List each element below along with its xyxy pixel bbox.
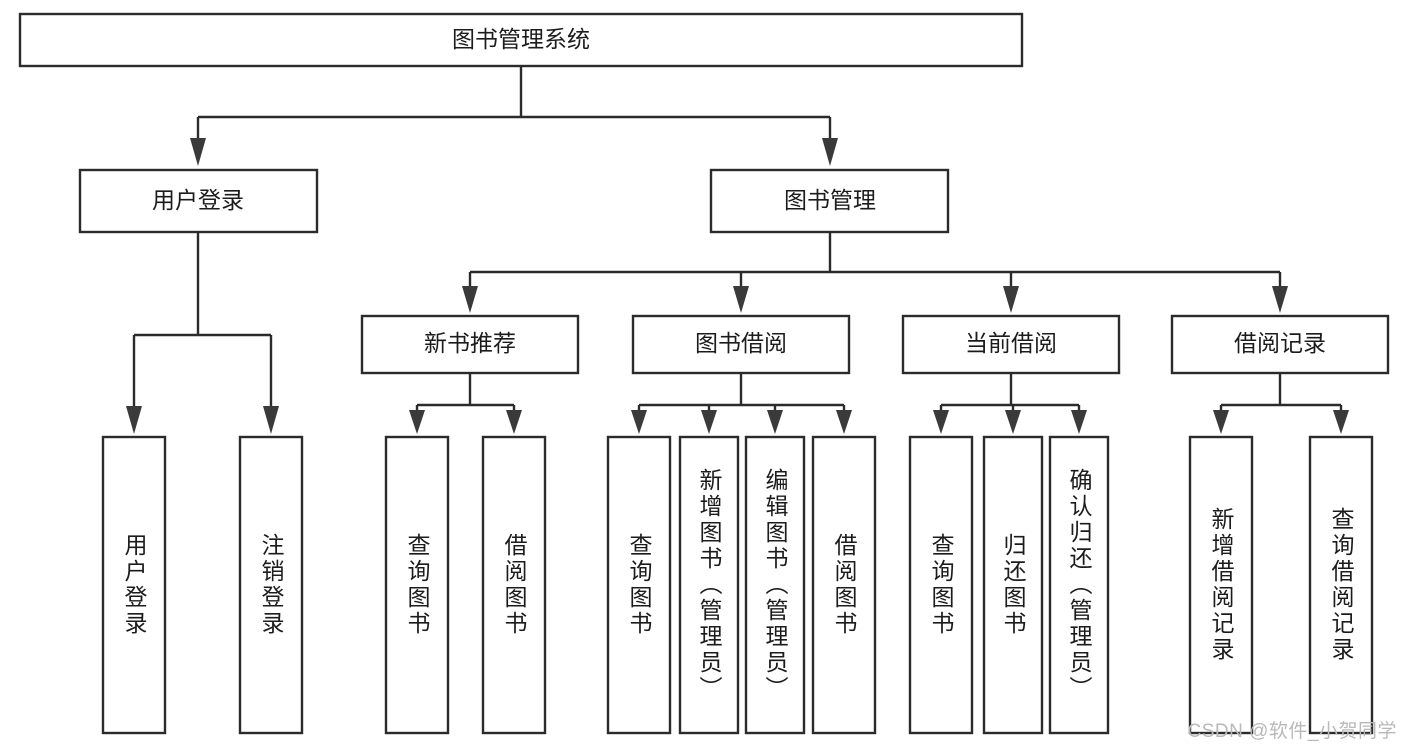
leaf-add-book-admin-box[interactable] (678, 435, 740, 735)
leaf-logout-box[interactable] (238, 435, 304, 735)
arrow-current-to-leaf1 (933, 410, 949, 434)
leaf-add-book-admin-label: 新增图书（管理员） (696, 468, 723, 702)
leaf-edit-book-admin[interactable]: 编辑图书（管理员） (744, 435, 806, 735)
arrow-current-to-leaf2 (1005, 410, 1021, 434)
leaf-return-book[interactable]: 归还图书 (982, 435, 1044, 735)
leaf-query-book-c-box[interactable] (908, 435, 974, 735)
edge-group-user-login (126, 232, 279, 434)
node-root[interactable]: 图书管理系统 (18, 12, 1024, 68)
node-book-borrow-label: 图书借阅 (695, 330, 787, 356)
leaf-return-book-box[interactable] (982, 435, 1044, 735)
leaf-query-book-a-label: 查询图书 (404, 533, 431, 637)
node-user-login[interactable]: 用户登录 (78, 168, 319, 234)
node-new-book-recommend-label: 新书推荐 (424, 330, 516, 356)
node-borrow-records-box[interactable] (1170, 314, 1390, 375)
arrow-bookmgmt-to-records (1272, 286, 1288, 313)
arrow-bookmgmt-to-newbook (462, 286, 478, 313)
arrow-root-to-user-login (190, 138, 206, 166)
leaf-query-borrow-record[interactable]: 查询借阅记录 (1308, 435, 1374, 735)
node-book-management-label: 图书管理 (784, 187, 876, 213)
node-book-management-box[interactable] (709, 168, 950, 234)
arrow-borrow-to-leaf2 (701, 410, 717, 434)
node-new-book-recommend-box[interactable] (360, 314, 580, 375)
leaf-confirm-return-admin[interactable]: 确认归还（管理员） (1048, 435, 1110, 735)
leaf-query-borrow-record-label: 查询借阅记录 (1328, 507, 1355, 663)
node-current-borrow-label: 当前借阅 (965, 330, 1057, 356)
leaf-user-login-box[interactable] (101, 435, 167, 735)
leaf-add-borrow-record-box[interactable] (1188, 435, 1254, 735)
arrow-newbook-to-leaf1 (409, 410, 425, 434)
node-borrow-records-label: 借阅记录 (1234, 330, 1326, 356)
node-root-box[interactable] (18, 12, 1024, 68)
leaf-confirm-return-admin-box[interactable] (1048, 435, 1110, 735)
leaf-user-login-label: 用户登录 (121, 533, 148, 637)
arrow-borrow-to-leaf3 (767, 410, 783, 434)
leaf-confirm-return-admin-label: 确认归还（管理员） (1066, 468, 1093, 702)
node-borrow-records[interactable]: 借阅记录 (1170, 314, 1390, 375)
node-user-login-label: 用户登录 (152, 187, 244, 213)
leaf-borrow-book-a[interactable]: 借阅图书 (481, 435, 547, 735)
leaf-edit-book-admin-box[interactable] (744, 435, 806, 735)
node-current-borrow[interactable]: 当前借阅 (901, 314, 1121, 375)
edge-group-root (190, 66, 838, 166)
leaf-query-borrow-record-box[interactable] (1308, 435, 1374, 735)
leaf-query-book-a[interactable]: 查询图书 (384, 435, 450, 735)
edge-group-newbook (409, 373, 522, 434)
arrow-userlogin-to-leaf1 (126, 406, 142, 434)
edge-group-borrow (631, 373, 852, 434)
leaf-query-book-a-box[interactable] (384, 435, 450, 735)
leaf-borrow-book-b-box[interactable] (811, 435, 877, 735)
leaf-logout[interactable]: 注销登录 (238, 435, 304, 735)
leaf-add-borrow-record-label: 新增借阅记录 (1208, 507, 1235, 663)
arrow-root-to-book-mgmt (822, 138, 838, 166)
arrow-bookmgmt-to-borrow (733, 286, 749, 313)
leaf-edit-book-admin-label: 编辑图书（管理员） (762, 468, 789, 702)
arrow-newbook-to-leaf2 (506, 410, 522, 434)
leaf-query-book-c-label: 查询图书 (928, 533, 955, 637)
edge-group-records (1213, 373, 1349, 434)
leaf-borrow-book-b[interactable]: 借阅图书 (811, 435, 877, 735)
edge-group-book-mgmt (462, 232, 1288, 313)
arrow-current-to-leaf3 (1071, 410, 1087, 434)
leaf-borrow-book-b-label: 借阅图书 (831, 533, 858, 637)
arrow-borrow-to-leaf1 (631, 410, 647, 434)
node-book-borrow[interactable]: 图书借阅 (631, 314, 851, 375)
leaf-user-login[interactable]: 用户登录 (101, 435, 167, 735)
node-root-label: 图书管理系统 (452, 26, 590, 52)
leaf-add-book-admin[interactable]: 新增图书（管理员） (678, 435, 740, 735)
edge-group-current (933, 373, 1087, 434)
leaf-query-book-b-box[interactable] (606, 435, 672, 735)
arrow-userlogin-to-leaf2 (263, 406, 279, 434)
leaf-add-borrow-record[interactable]: 新增借阅记录 (1188, 435, 1254, 735)
leaf-query-book-b-label: 查询图书 (626, 533, 653, 637)
arrow-records-to-leaf2 (1333, 410, 1349, 434)
leaf-borrow-book-a-label: 借阅图书 (501, 533, 528, 637)
arrow-records-to-leaf1 (1213, 410, 1229, 434)
node-book-borrow-box[interactable] (631, 314, 851, 375)
node-user-login-box[interactable] (78, 168, 319, 234)
leaf-return-book-label: 归还图书 (1000, 533, 1027, 637)
arrow-bookmgmt-to-current (1003, 286, 1019, 313)
leaf-query-book-b[interactable]: 查询图书 (606, 435, 672, 735)
leaf-query-book-c[interactable]: 查询图书 (908, 435, 974, 735)
leaf-borrow-book-a-box[interactable] (481, 435, 547, 735)
node-current-borrow-box[interactable] (901, 314, 1121, 375)
node-book-management[interactable]: 图书管理 (709, 168, 950, 234)
arrow-borrow-to-leaf4 (836, 410, 852, 434)
node-new-book-recommend[interactable]: 新书推荐 (360, 314, 580, 375)
leaf-logout-label: 注销登录 (258, 533, 285, 637)
